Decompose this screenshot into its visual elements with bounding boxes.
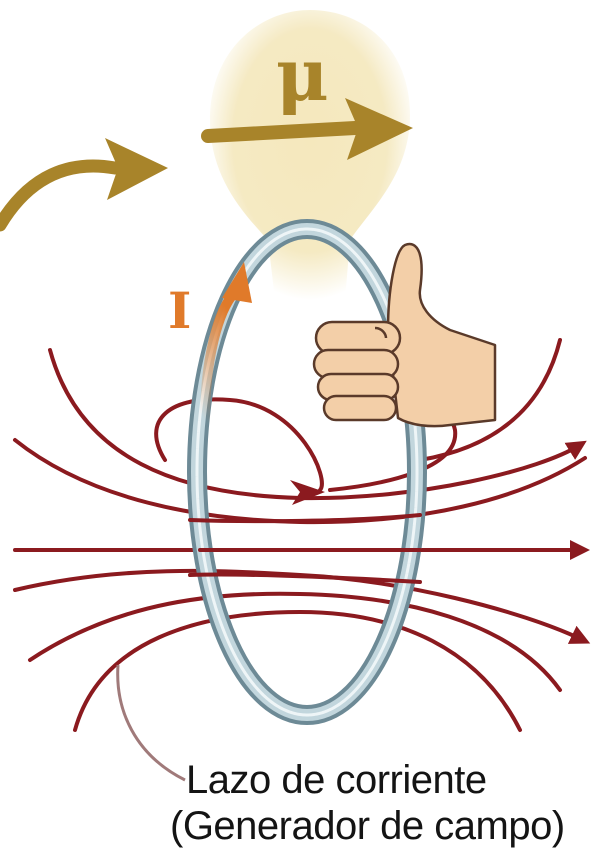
caption-leader-line — [118, 665, 185, 780]
current-label: I — [168, 281, 191, 340]
field-line-top-left — [50, 350, 580, 498]
mu-symbol: μ — [276, 32, 329, 117]
caption-line-2: (Generador de campo) — [170, 806, 600, 846]
field-line-inner-loop — [156, 399, 322, 490]
caption-line-1: Lazo de corriente — [186, 760, 601, 800]
curved-rotation-arrow-icon — [0, 138, 168, 225]
field-lines — [15, 340, 585, 730]
field-line-lower — [15, 571, 583, 640]
field-line-upper — [15, 440, 585, 522]
inner-loop-arrowhead — [290, 480, 325, 505]
